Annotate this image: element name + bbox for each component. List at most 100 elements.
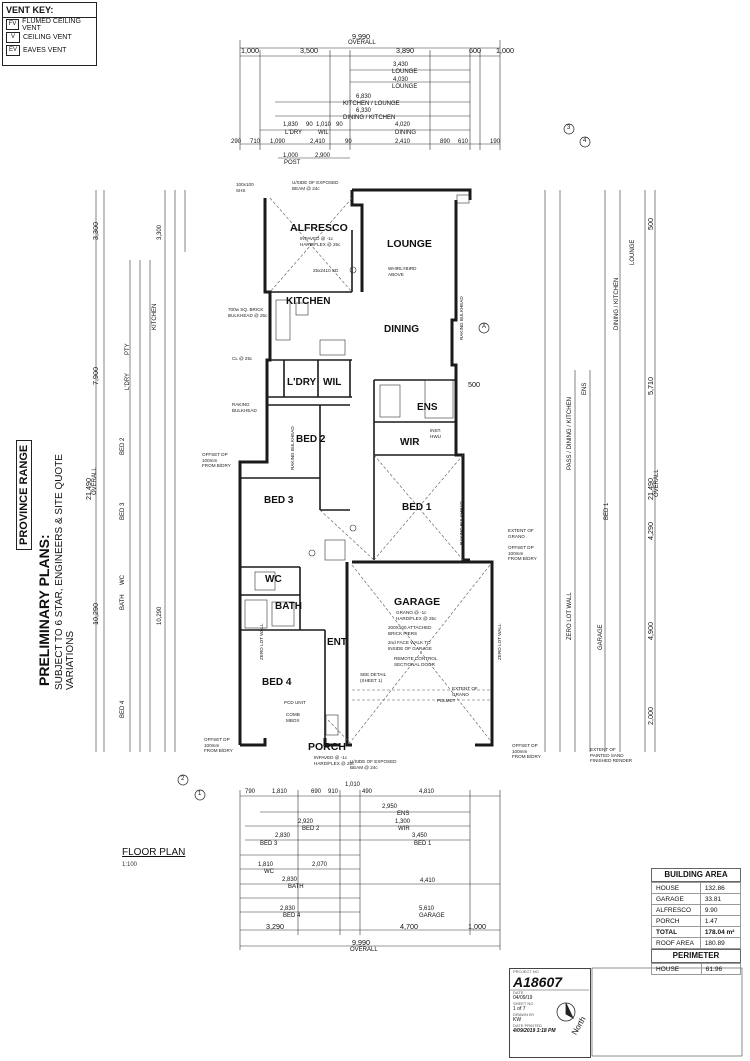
kl-dim-label: KITCHEN / LOUNGE (343, 101, 400, 107)
see-detail-note: SEE DETAIL (SHEET 1) (360, 672, 387, 683)
room-bed3: BED 3 (264, 495, 294, 506)
left-label-bed2: BED 2 (120, 437, 126, 455)
room-alfresco: ALFRESCO (290, 222, 348, 234)
floor-plan-title: FLOOR PLAN 1:100 (122, 847, 185, 869)
right-seg-4900: 4,900 (646, 622, 655, 640)
bottom-row1-0: 790 (245, 789, 256, 795)
left-label-wc: WC (120, 575, 126, 585)
bottom-row-dim-5: 2,410 (395, 139, 411, 145)
room-bed4: BED 4 (262, 677, 292, 688)
left-seg-7900: 7,900 (91, 367, 100, 385)
bottom-total-1: 4,700 (400, 922, 418, 931)
right-label-pass: PASS / DINING / KITCHEN (567, 397, 573, 470)
floor-plan-heading: FLOOR PLAN (122, 847, 186, 858)
bottom-overall-dim: 9,990 (352, 938, 370, 947)
bottom-ens-label: ENS (397, 811, 410, 817)
hwu-note: INST. HWU (430, 428, 442, 439)
bottom-garage-dim: 5,610 (419, 906, 435, 912)
right-label-lounge: LOUNGE (630, 239, 636, 265)
pelmet-note: PELMET (437, 698, 456, 703)
lounge-dim-label-a: LOUNGE (392, 69, 418, 75)
bottom-bath-dim: 2,830 (282, 877, 298, 883)
left-inner-3300: 3,300 (157, 224, 163, 240)
right-label-bed1: BED 1 (604, 502, 610, 520)
vent-key-row: EV EAVES VENT (3, 44, 96, 57)
room-bed2: BED 2 (296, 434, 326, 445)
bottom-bed3-dim: 2,830 (275, 833, 291, 839)
room-dining: DINING (384, 324, 419, 335)
left-label-kitchen: KITCHEN (152, 303, 158, 330)
side-title-block: PROVINCE RANGE PRELIMINARY PLANS: SUBJEC… (12, 400, 108, 700)
bottom-bed4-label: BED 4 (283, 913, 301, 919)
sheet-label: SHEET NO (513, 1001, 534, 1006)
top-dim-3500: 3,500 (300, 46, 318, 55)
date-label: DATE (513, 990, 524, 995)
bottom-row-dim-0: 290 (231, 139, 242, 145)
left-label-ldry: L'DRY (125, 372, 131, 390)
bottom-overall-label: OVERALL (350, 947, 378, 953)
porch-finish-note: INPAVED @ -1c HARD/FLEX @ 25c (314, 755, 355, 766)
ldry-row-dim-0: 1,830 (283, 122, 299, 128)
room-porch: PORCH (308, 741, 346, 753)
range-title: PROVINCE RANGE (16, 439, 32, 550)
top-dim-600: 600 (469, 46, 481, 55)
section-marker-4: 4 (583, 138, 587, 144)
bottom-row-dim-7: 610 (458, 139, 469, 145)
alfresco-finish-note: INPAVED @ -1c HARD/FLEX @ 25c (300, 236, 341, 247)
bottom-wir-label: WIR (398, 826, 410, 832)
porch-beam-note: U/SIDE OF EXPOSED BEAM @ 24c (350, 759, 397, 770)
title-block: PROJECT NO A18607 DATE 04/09/19 SHEET NO… (509, 968, 591, 1058)
vent-key-label: CEILING VENT (23, 34, 72, 41)
painted-render-legend: EXTENT OF PAINTED SAND FINISHED RENDER (590, 747, 633, 763)
post-dim-b: 2,900 (315, 153, 331, 159)
right-label-garage: GARAGE (598, 624, 604, 650)
post-label: POST (284, 160, 301, 166)
bottom-total-2: 1,000 (468, 922, 486, 931)
room-wc: WC (265, 574, 282, 585)
bottom-bed2-label: BED 2 (302, 826, 320, 832)
section-marker-a: A (482, 324, 487, 330)
bottom-wc-dim: 1,810 (258, 862, 274, 868)
cl-note: CL @ 25c (232, 356, 253, 361)
right-label-zero-lot: ZERO LOT WALL (567, 592, 573, 640)
room-ldry: L'DRY (287, 377, 317, 388)
right-overall-label: OVERALL (654, 469, 660, 497)
ceiling-vent-symbol: V (6, 32, 20, 43)
comb-mbox-note: COMB MBOX (286, 712, 300, 723)
bottom-bed2-dim: 2,920 (298, 819, 314, 825)
ldry-label: L'DRY (285, 130, 303, 136)
face-work-note: 2nd FACE WALK TO INSIDE OF GARAGE (388, 640, 432, 651)
bottom-row-dim-8: 190 (490, 139, 501, 145)
vent-key-row: V CEILING VENT (3, 31, 96, 44)
room-wir: WIR (400, 437, 420, 448)
room-garage: GARAGE (394, 596, 441, 608)
offset-dp-note: OFFSET DP 100mm FROM B/DRY (508, 545, 537, 561)
bottom-bed3-label: BED 3 (260, 841, 278, 847)
kl-dim: 6,830 (356, 94, 372, 100)
printed-value: 4/09/2019 3:18 PM (513, 1028, 556, 1034)
slider-door-note: 25x2410 SD (313, 268, 339, 273)
section-marker-2: 2 (181, 776, 185, 782)
room-lounge: LOUNGE (387, 238, 432, 250)
right-seg-5710: 5,710 (646, 377, 655, 395)
room-ens: ENS (417, 402, 438, 413)
lounge-dim-b: 4,030 (393, 77, 409, 83)
lounge-dim-a: 3,430 (393, 62, 409, 68)
offset-dp-bed3-note: OFFSET DP 100mm FROM B/DRY (202, 452, 231, 468)
left-seg-3300: 3,300 (91, 222, 100, 240)
bottom-row1-2: 690 (311, 789, 322, 795)
wil-label: WIL (318, 130, 329, 136)
bottom-row1-4: 1,010 (345, 782, 361, 788)
raking-bulkhead-bed2-note: RAKING BULKHEAD (290, 426, 295, 470)
bottom-row-dim-1: 710 (250, 139, 261, 145)
lounge-dim-label-b: LOUNGE (392, 84, 418, 90)
right-label-dining-kitchen: DINING / KITCHEN (614, 277, 620, 330)
left-inner-10290: 10,290 (157, 606, 163, 625)
